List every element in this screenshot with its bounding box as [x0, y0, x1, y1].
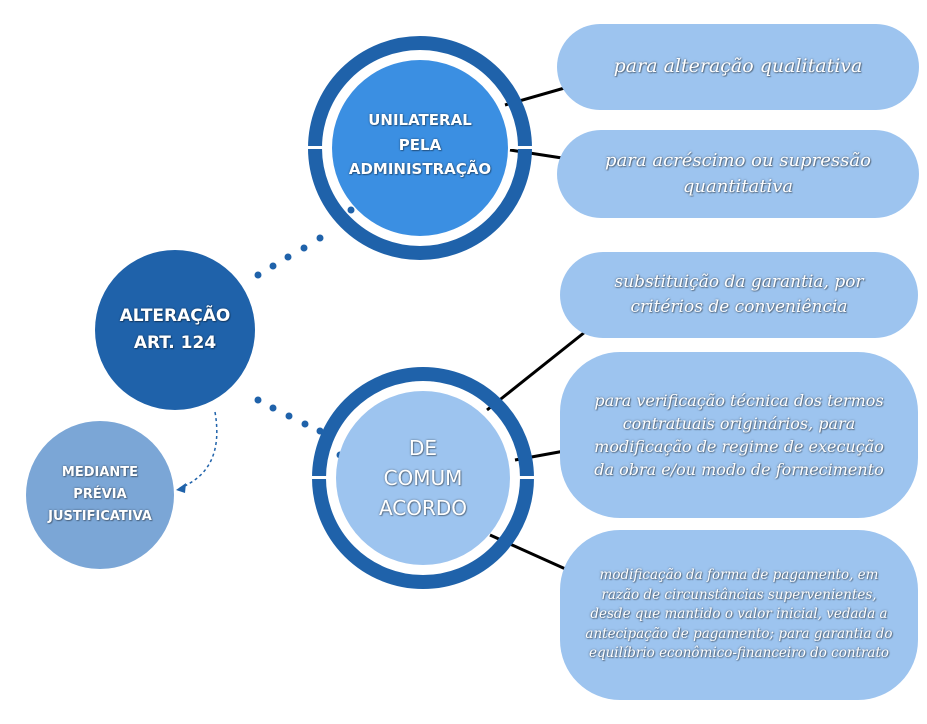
unilateral-node-fill [332, 60, 508, 236]
dotted-connector [254, 206, 355, 459]
center-node-line1: ALTERAÇÃO [119, 305, 231, 326]
unilateral-line1: UNILATERAL [368, 110, 472, 129]
side-node-line2: PRÉVIA [73, 486, 127, 502]
side-node-line3: JUSTIFICATIVA [48, 509, 152, 525]
comum-line1: DE [408, 435, 438, 460]
side-node-fill [26, 421, 174, 569]
center-node-line2: ART. 124 [133, 333, 217, 353]
center-node: ALTERAÇÃO ART. 124 [95, 290, 255, 370]
pill-quantitativa: para acréscimo ou supressão quantitativa [557, 130, 919, 218]
comum-node: DE COMUM ACORDO [335, 420, 511, 535]
comum-node-fill [336, 391, 510, 565]
pill-garantia: substituição da garantia, por critérios … [560, 252, 918, 338]
unilateral-node: UNILATERAL PELA ADMINISTRAÇÃO [332, 100, 508, 190]
pill-pagamento: modificação da forma de pagamento, em ra… [560, 530, 918, 700]
side-node-line1: MEDIANTE [61, 464, 139, 480]
comum-line3: ACORDO [378, 495, 468, 520]
arrow-head-icon [176, 483, 186, 493]
side-node: MEDIANTE PRÉVIA JUSTIFICATIVA [26, 455, 174, 535]
connector-line [486, 326, 591, 412]
pill-qualitativa: para alteração qualitativa [557, 24, 919, 110]
center-node-fill [95, 250, 255, 410]
unilateral-line3: ADMINISTRAÇÃO [348, 160, 492, 179]
dashed-arrow [179, 411, 218, 489]
comum-line2: COMUM [383, 465, 463, 490]
unilateral-line2: PELA [398, 135, 442, 154]
pill-verificacao: para verificação técnica dos termos cont… [560, 352, 918, 518]
